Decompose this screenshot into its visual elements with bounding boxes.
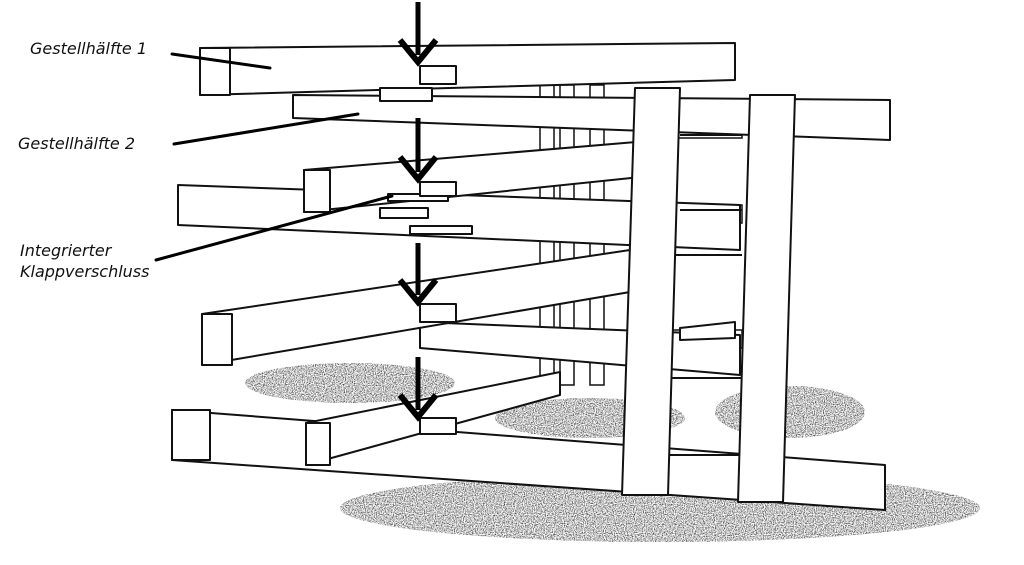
leader-line-half2 <box>172 112 360 146</box>
down-arrow-icon <box>397 357 439 422</box>
bottom-level <box>171 371 886 511</box>
down-arrow-icon <box>397 243 439 307</box>
leader-line-half1 <box>170 52 272 70</box>
label-integrated-latch: Integrierter Klappverschluss <box>20 240 149 282</box>
front-frame <box>621 87 796 503</box>
label-frame-half-1: Gestellhälfte 1 <box>30 39 147 58</box>
second-level <box>177 139 741 251</box>
leader-line-latch <box>154 194 394 262</box>
label-frame-half-2: Gestellhälfte 2 <box>18 134 135 153</box>
down-arrow-icon <box>397 118 439 184</box>
label-latch-line-1: Integrierter <box>20 241 112 260</box>
label-latch-line-2: Klappverschluss <box>20 262 150 281</box>
down-arrow-icon <box>397 2 439 67</box>
